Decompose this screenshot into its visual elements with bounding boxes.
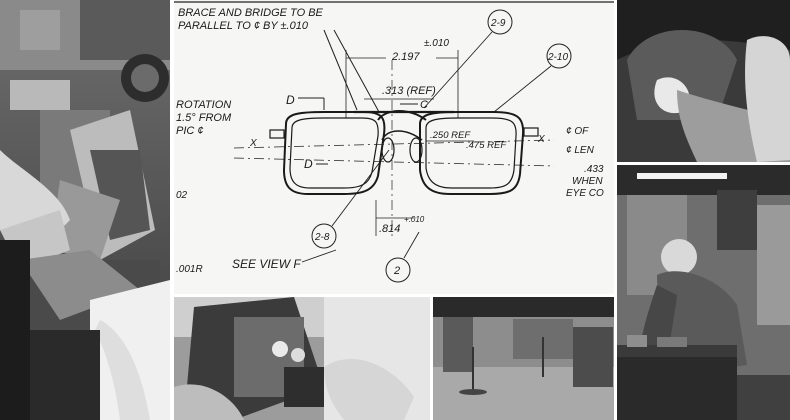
axis-x-left: X xyxy=(249,138,257,149)
rotation-line3: PIC ¢ xyxy=(176,125,204,137)
right-note-1: ¢ OF xyxy=(566,126,589,137)
right-note-3: WHEN xyxy=(572,176,603,187)
view-c: C xyxy=(420,99,428,111)
callout-2-8: 2-8 xyxy=(314,232,330,243)
photo-polishing xyxy=(617,0,790,162)
callout-2-10: 2-10 xyxy=(547,52,568,63)
tolerance-note: ±.010 xyxy=(424,38,449,49)
photo-worker-bench xyxy=(617,165,790,420)
rotation-line1: ROTATION xyxy=(176,99,231,111)
dim-475-ref: .475 REF xyxy=(466,140,507,151)
photo-hands-tooling xyxy=(174,297,430,420)
callout-2: 2 xyxy=(393,265,400,277)
axis-x-right: X xyxy=(537,134,545,145)
right-note-2: ¢ LEN xyxy=(566,145,595,156)
dim-2-197: 2.197 xyxy=(391,51,420,63)
dim-313-ref: .313 (REF) xyxy=(382,85,436,97)
view-d-mid: D xyxy=(304,157,313,171)
rotation-line2: 1.5° FROM xyxy=(176,112,232,124)
brace-note-line1: BRACE AND BRIDGE TO BE xyxy=(178,7,324,19)
right-note-4: EYE CO xyxy=(566,188,604,199)
photo-worker-machine xyxy=(0,0,170,420)
view-d-top: D xyxy=(286,93,295,107)
left-note-02: 02 xyxy=(176,190,188,201)
see-view-f: SEE VIEW F xyxy=(232,257,301,271)
engineering-drawing: BRACE AND BRIDGE TO BE PARALLEL TO ¢ BY … xyxy=(174,0,614,294)
dim-814-tol: +.010 xyxy=(404,215,425,224)
dim-250-ref: .250 REF xyxy=(430,130,471,141)
photo-workshop-floor xyxy=(433,297,614,420)
brace-note-line2: PARALLEL TO ¢ BY ±.010 xyxy=(178,20,309,32)
left-note-001r: .001R xyxy=(176,264,203,275)
dim-433: .433 xyxy=(584,164,604,175)
dim-814: .814 xyxy=(379,223,400,235)
callout-2-9: 2-9 xyxy=(490,18,506,29)
